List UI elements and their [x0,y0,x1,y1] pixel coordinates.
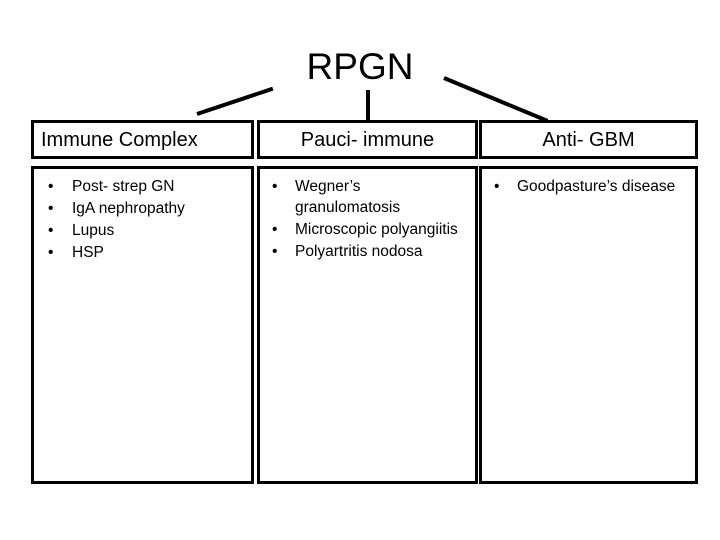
bullet-dot-icon: • [272,178,278,195]
column-body-anti-gbm: • Goodpasture’s disease [479,166,698,484]
column-header-label: Pauci- immune [300,128,435,151]
list-item-label: Lupus [72,222,115,239]
list-item: • Microscopic polyangiitis [268,219,469,240]
list-item: • IgA nephropathy [42,198,245,219]
bullet-dot-icon: • [48,200,54,217]
column-header-immune-complex: Immune Complex [31,120,254,159]
column-header-anti-gbm: Anti- GBM [479,120,698,159]
list-item-label: IgA nephropathy [72,200,185,217]
list-item-label: Wegner’s granulomatosis [295,178,401,216]
bullet-list-anti-gbm: • Goodpasture’s disease [482,169,695,197]
list-item: • HSP [42,242,245,263]
bullet-dot-icon: • [48,178,54,195]
list-item: • Post- strep GN [42,176,245,197]
list-item: • Wegner’s granulomatosis [268,176,469,218]
list-item-label: HSP [72,244,104,261]
column-header-pauci-immune: Pauci- immune [257,120,478,159]
connector-to-pauci-immune [366,90,370,121]
bullet-dot-icon: • [272,243,278,260]
column-header-label: Anti- GBM [542,128,635,151]
list-item-label: Microscopic polyangiitis [295,221,458,238]
column-header-label: Immune Complex [41,128,198,151]
bullet-dot-icon: • [48,222,54,239]
list-item: • Polyartritis nodosa [268,241,469,262]
bullet-dot-icon: • [48,244,54,261]
connector-to-anti-gbm [443,76,549,123]
column-body-immune-complex: • Post- strep GN • IgA nephropathy • Lupus • HS… [31,166,254,484]
connector-to-immune-complex [196,86,274,116]
list-item: • Goodpasture’s disease [490,176,689,197]
list-item-label: Goodpasture’s disease [517,178,676,195]
page-title: RPGN [306,46,414,87]
bullet-list-immune-complex: • Post- strep GN • IgA nephropathy • Lupus • HS… [34,169,251,263]
list-item-label: Post- strep GN [72,178,175,195]
list-item: • Lupus [42,220,245,241]
column-body-pauci-immune: • Wegner’s granulomatosis • Microscopic pol… [257,166,478,484]
bullet-dot-icon: • [494,178,500,195]
bullet-list-pauci-immune: • Wegner’s granulomatosis • Microscopic pol… [260,169,475,262]
bullet-dot-icon: • [272,221,278,238]
list-item-label: Polyartritis nodosa [295,243,423,260]
